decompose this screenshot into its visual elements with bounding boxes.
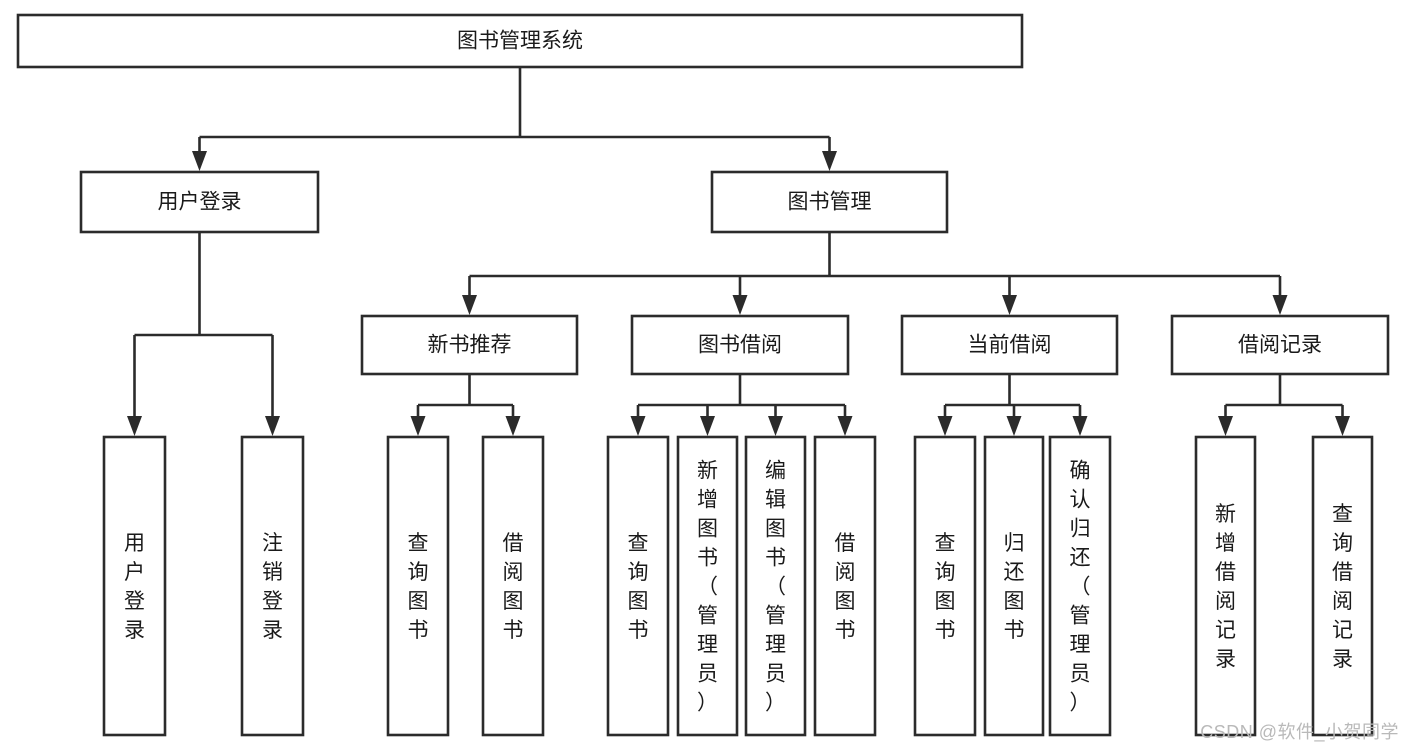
- node-box: [606, 435, 670, 737]
- node-label: 用户登录: [124, 532, 145, 642]
- node-root[interactable]: 图书管理系统: [16, 13, 1024, 69]
- node-label: 确认归还（管理员）: [1070, 460, 1091, 715]
- arrow-head-l2_book_manage: [822, 151, 837, 171]
- node-l2-book-manage[interactable]: 图书管理: [710, 170, 949, 234]
- node-l4-logout[interactable]: 注销登录: [240, 435, 305, 737]
- node-label: 借阅图书: [503, 532, 524, 642]
- node-label: 当前借阅: [968, 334, 1052, 357]
- node-box: [1048, 435, 1112, 737]
- node-box: [710, 170, 949, 234]
- node-box: [813, 435, 877, 737]
- arrow-head-l4_return_book: [1006, 416, 1022, 436]
- connector-layer: [127, 67, 1350, 436]
- arrow-head-l3_current_borrow: [1002, 295, 1017, 315]
- node-l4-query-record[interactable]: 查询借阅记录: [1311, 435, 1374, 737]
- node-label: 新增借阅记录: [1215, 503, 1236, 671]
- arrow-head-l4_query_record: [1335, 416, 1350, 436]
- node-label: 新书推荐: [428, 334, 512, 357]
- node-layer: 图书管理系统用户登录图书管理新书推荐图书借阅当前借阅借阅记录用户登录注销登录查询…: [16, 13, 1390, 737]
- arrow-head-l3_new_book_rec: [462, 295, 477, 315]
- node-l2-user-login[interactable]: 用户登录: [79, 170, 320, 234]
- arrow-head-l4_query_book_b: [630, 416, 646, 436]
- node-box: [676, 435, 739, 737]
- node-l3-current-borrow[interactable]: 当前借阅: [900, 314, 1119, 376]
- node-box: [240, 435, 305, 737]
- node-label: 借阅图书: [835, 532, 856, 642]
- node-box: [900, 314, 1119, 376]
- node-l3-new-book-rec[interactable]: 新书推荐: [360, 314, 579, 376]
- arrow-head-l4_user_login: [127, 416, 142, 436]
- node-label: 查询图书: [408, 532, 429, 642]
- node-box: [1311, 435, 1374, 737]
- node-l4-add-record[interactable]: 新增借阅记录: [1194, 435, 1257, 737]
- node-label: 用户登录: [158, 191, 242, 214]
- arrow-head-l3_borrow_record: [1272, 295, 1288, 315]
- arrow-head-l4_add_record: [1218, 416, 1233, 436]
- node-label: 查询图书: [628, 532, 649, 642]
- arrow-head-l4_query_book_c: [937, 416, 953, 436]
- node-l4-edit-book[interactable]: 编辑图书（管理员）: [744, 435, 807, 737]
- arrow-head-l4_query_book_a: [410, 416, 426, 436]
- arrow-head-l4_borrow_book_b: [837, 416, 853, 436]
- node-l4-borrow-book-a[interactable]: 借阅图书: [481, 435, 545, 737]
- node-box: [386, 435, 450, 737]
- node-box: [983, 435, 1045, 737]
- arrow-head-l3_book_borrow: [732, 295, 748, 315]
- arrow-head-l2_user_login: [192, 151, 207, 171]
- node-box: [79, 170, 320, 234]
- node-label: 借阅记录: [1238, 334, 1322, 357]
- node-l4-borrow-book-b[interactable]: 借阅图书: [813, 435, 877, 737]
- node-l4-confirm-return[interactable]: 确认归还（管理员）: [1048, 435, 1112, 737]
- node-box: [16, 13, 1024, 69]
- node-box: [1170, 314, 1390, 376]
- arrow-head-l4_logout: [265, 416, 280, 436]
- node-label: 新增图书（管理员）: [697, 460, 718, 715]
- node-box: [481, 435, 545, 737]
- arrow-head-l4_add_book: [700, 416, 715, 436]
- node-l4-query-book-b[interactable]: 查询图书: [606, 435, 670, 737]
- node-label: 图书管理系统: [457, 30, 583, 53]
- node-l3-book-borrow[interactable]: 图书借阅: [630, 314, 850, 376]
- node-l3-borrow-record[interactable]: 借阅记录: [1170, 314, 1390, 376]
- node-label: 图书管理: [788, 191, 872, 214]
- node-label: 图书借阅: [698, 334, 782, 357]
- node-box: [913, 435, 977, 737]
- node-l4-query-book-a[interactable]: 查询图书: [386, 435, 450, 737]
- arrow-head-l4_confirm_return: [1072, 416, 1088, 436]
- node-label: 查询借阅记录: [1332, 503, 1353, 671]
- node-box: [630, 314, 850, 376]
- arrow-head-l4_edit_book: [768, 416, 783, 436]
- node-l4-user-login[interactable]: 用户登录: [102, 435, 167, 737]
- node-l4-return-book[interactable]: 归还图书: [983, 435, 1045, 737]
- node-label: 注销登录: [262, 532, 283, 642]
- node-label: 查询图书: [935, 532, 956, 642]
- node-box: [744, 435, 807, 737]
- arrow-head-l4_borrow_book_a: [505, 416, 521, 436]
- node-box: [102, 435, 167, 737]
- node-l4-query-book-c[interactable]: 查询图书: [913, 435, 977, 737]
- node-box: [360, 314, 579, 376]
- node-l4-add-book[interactable]: 新增图书（管理员）: [676, 435, 739, 737]
- node-box: [1194, 435, 1257, 737]
- node-label: 编辑图书（管理员）: [765, 460, 786, 715]
- node-label: 归还图书: [1004, 532, 1025, 642]
